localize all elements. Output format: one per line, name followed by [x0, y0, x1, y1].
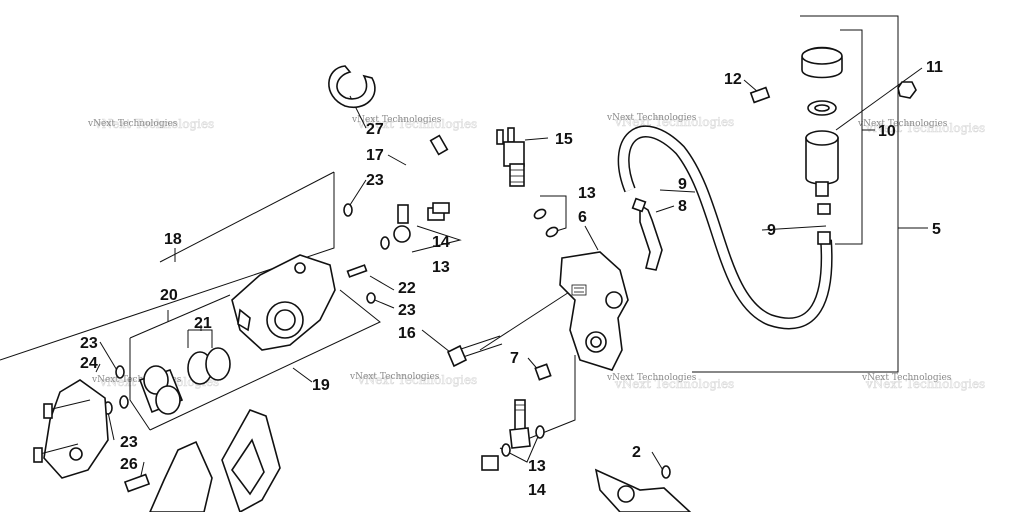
- callout-22: 22: [398, 280, 416, 297]
- watermark-ghost: vNext Technologies: [357, 373, 477, 387]
- watermark-ghost: vNext Technologies: [357, 117, 477, 131]
- callout-23: 23: [398, 302, 416, 319]
- callout-labels: 27 17 23 15 13 6 14 13 18 22 23 16 20 21…: [80, 59, 943, 499]
- callout-13: 13: [578, 185, 596, 202]
- snap-ring: [328, 65, 376, 109]
- reservoir-screw: [749, 86, 771, 104]
- watermark: vNext Technologies: [857, 119, 948, 129]
- watermark: vNext Technologies: [87, 119, 178, 129]
- watermark-ghost: vNext Technologies: [865, 121, 985, 135]
- watermark: vNext Technologies: [606, 113, 697, 123]
- reservoir-hose: [617, 125, 833, 330]
- callout-21: 21: [194, 315, 212, 332]
- callout-18: 18: [164, 231, 182, 248]
- callout-13: 13: [432, 259, 450, 276]
- callout-10: 10: [878, 123, 896, 140]
- callout-7: 7: [510, 350, 519, 367]
- callout-9: 9: [767, 222, 776, 239]
- banjo-bolt: [427, 202, 450, 221]
- washer: [343, 203, 353, 217]
- callout-16: 16: [398, 325, 416, 342]
- callout-27: 27: [366, 121, 384, 138]
- watermark-ghost: vNext Technologies: [865, 377, 985, 391]
- bracket-bolt: [123, 473, 151, 493]
- brake-pads: [149, 409, 281, 512]
- bracket-lines: [0, 15, 928, 463]
- callout-13: 13: [528, 458, 546, 475]
- callout-5: 5: [932, 221, 941, 238]
- brake-lever: [594, 465, 692, 512]
- washer: [119, 395, 129, 409]
- reservoir-nut: [897, 81, 917, 99]
- callout-2: 2: [632, 444, 641, 461]
- callout-24: 24: [80, 355, 98, 372]
- caliper-bleeder: [346, 264, 368, 278]
- watermark-ghost: vNext Technologies: [614, 377, 734, 391]
- callout-17: 17: [366, 147, 384, 164]
- watermark: vNext Technologies: [91, 375, 182, 385]
- callout-8: 8: [678, 198, 687, 215]
- watermark: vNext Technologies: [349, 372, 440, 382]
- callout-14: 14: [528, 482, 546, 499]
- callout-9: 9: [678, 176, 687, 193]
- washer: [380, 236, 390, 250]
- callout-26: 26: [120, 456, 138, 473]
- watermark-ghost: vNext Technologies: [94, 117, 214, 131]
- reservoir: [801, 46, 843, 245]
- callout-15: 15: [555, 131, 573, 148]
- washer: [366, 292, 376, 304]
- callout-12: 12: [724, 71, 742, 88]
- washer: [115, 365, 125, 379]
- brake-line: [393, 134, 547, 243]
- callout-23: 23: [120, 434, 138, 451]
- callout-11: 11: [926, 59, 943, 76]
- bleeder: [534, 363, 552, 381]
- callout-23: 23: [80, 335, 98, 352]
- piston-seal: [205, 347, 231, 381]
- callout-6: 6: [578, 209, 587, 226]
- master-cylinder: [559, 251, 629, 371]
- callout-19: 19: [312, 377, 330, 394]
- watermark: vNext Technologies: [861, 373, 952, 383]
- brake-switch: [496, 127, 525, 187]
- washer: [545, 226, 559, 238]
- callout-20: 20: [160, 287, 178, 304]
- callout-14: 14: [432, 234, 450, 251]
- caliper-bracket: [33, 379, 109, 479]
- callout-23: 23: [366, 172, 384, 189]
- pivot-bolt: [446, 335, 503, 368]
- watermark: vNext Technologies: [351, 115, 442, 125]
- washer: [533, 208, 547, 220]
- piston: [138, 365, 184, 415]
- brake-caliper: [231, 254, 336, 351]
- watermark: vNext Technologies: [606, 373, 697, 383]
- banjo-fitting: [481, 399, 545, 471]
